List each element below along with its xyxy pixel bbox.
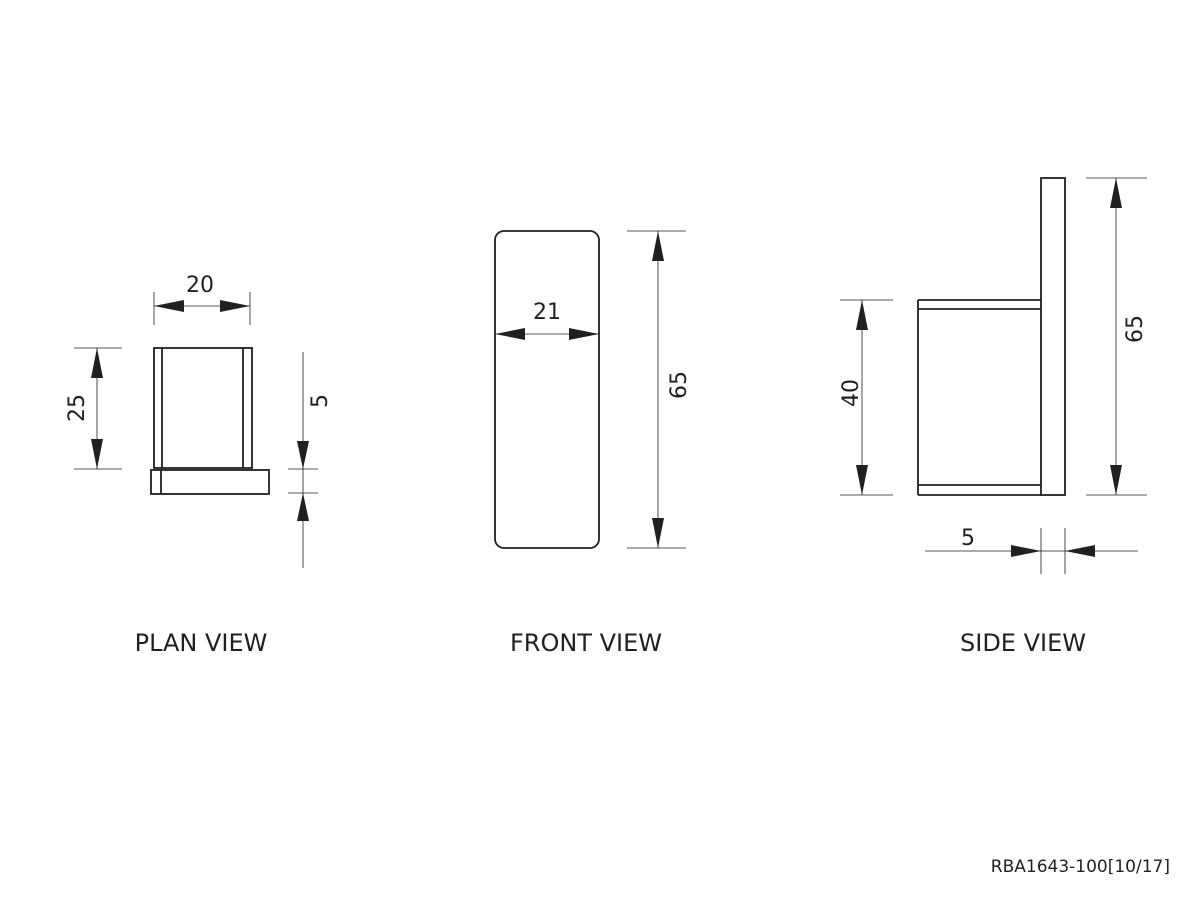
front-height-label: 65 [667,371,692,399]
plan-base-label: 5 [308,394,333,408]
side-back-plate [1040,177,1066,496]
side-thickness-arrow-right [1065,545,1095,557]
front-width-arrow-left [495,328,525,340]
front-plate-outline [494,230,600,549]
plan-depth-arrow-bottom [91,439,103,469]
front-height-arrow-bottom [652,518,664,548]
plan-view: 20 25 5 PLAN VIEW [65,273,333,657]
plan-depth-arrow-top [91,348,103,378]
side-height-label: 65 [1123,315,1148,343]
side-projection-label: 40 [839,379,864,407]
front-width-label: 21 [533,300,561,325]
side-height-arrow-top [1110,178,1122,208]
side-view-title: SIDE VIEW [960,629,1086,657]
side-thickness-label: 5 [961,526,975,551]
plan-view-title: PLAN VIEW [135,629,268,657]
plan-base-arrow-bottom [297,493,309,521]
front-view-title: FRONT VIEW [510,629,662,657]
plan-base-plate [150,469,270,495]
front-view: 21 65 FRONT VIEW [494,230,692,657]
front-width-arrow-right [569,328,599,340]
plan-width-label: 20 [186,273,214,298]
front-height-arrow-top [652,231,664,261]
plan-body-outline [153,347,253,469]
side-projection-arrow-top [856,300,868,330]
side-thickness-arrow-left [1011,545,1041,557]
plan-width-arrow-left [154,300,184,312]
plan-base-arrow-top [297,441,309,469]
side-view: 40 65 5 SIDE VIEW [839,177,1148,657]
side-height-arrow-bottom [1110,465,1122,495]
side-projection-arrow-bottom [856,465,868,495]
drawing-code: RBA1643-100[10/17] [990,857,1170,877]
plan-width-arrow-right [220,300,250,312]
plan-depth-label: 25 [65,394,90,422]
